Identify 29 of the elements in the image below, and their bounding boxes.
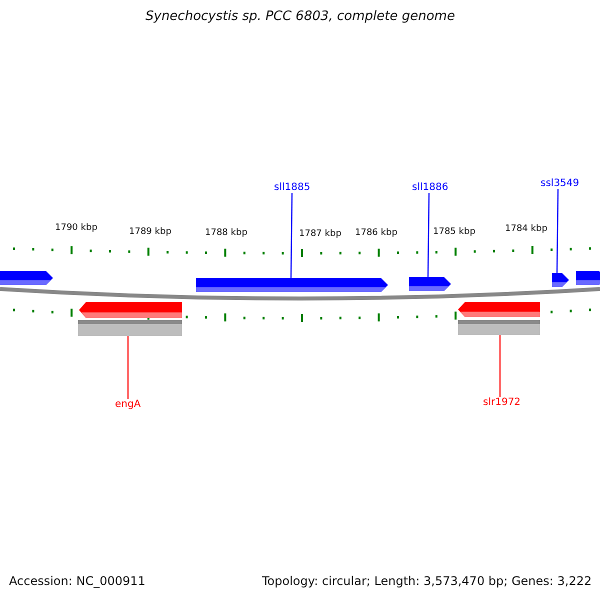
gene-bar xyxy=(458,320,540,335)
gene-label: slr1972 xyxy=(483,397,521,408)
gene-label: ssl3549 xyxy=(540,178,580,189)
genome-info-text: Topology: circular; Length: 3,573,470 bp; Genes: 3,222 xyxy=(262,575,592,588)
leader-line xyxy=(127,336,129,399)
accession-text: Accession: NC_000911 xyxy=(9,575,146,588)
gene-feature xyxy=(79,302,182,318)
gene-bar xyxy=(78,320,182,336)
scale-label: 1788 kbp xyxy=(205,229,248,239)
gene-label: sll1885 xyxy=(274,182,310,193)
scale-label: 1790 kbp xyxy=(55,224,98,234)
scale-label: 1784 kbp xyxy=(505,225,548,235)
gene-feature xyxy=(409,277,451,291)
scale-label: 1787 kbp xyxy=(299,230,342,240)
gene-label: engA xyxy=(115,399,141,410)
gene-label: sll1886 xyxy=(412,182,448,193)
scale-label: 1786 kbp xyxy=(355,229,398,239)
scale-label: 1789 kbp xyxy=(129,228,172,238)
gene-feature xyxy=(0,271,53,285)
gene-feature xyxy=(576,271,600,285)
leader-line xyxy=(427,193,430,277)
gene-feature xyxy=(458,302,540,317)
leader-line xyxy=(556,189,559,273)
gene-feature xyxy=(552,273,569,287)
scale-label: 1785 kbp xyxy=(433,228,476,238)
gene-feature xyxy=(196,278,388,292)
leader-line xyxy=(499,335,501,397)
leader-line xyxy=(290,193,293,278)
diagram-title: Synechocystis sp. PCC 6803, complete genome xyxy=(146,10,455,24)
